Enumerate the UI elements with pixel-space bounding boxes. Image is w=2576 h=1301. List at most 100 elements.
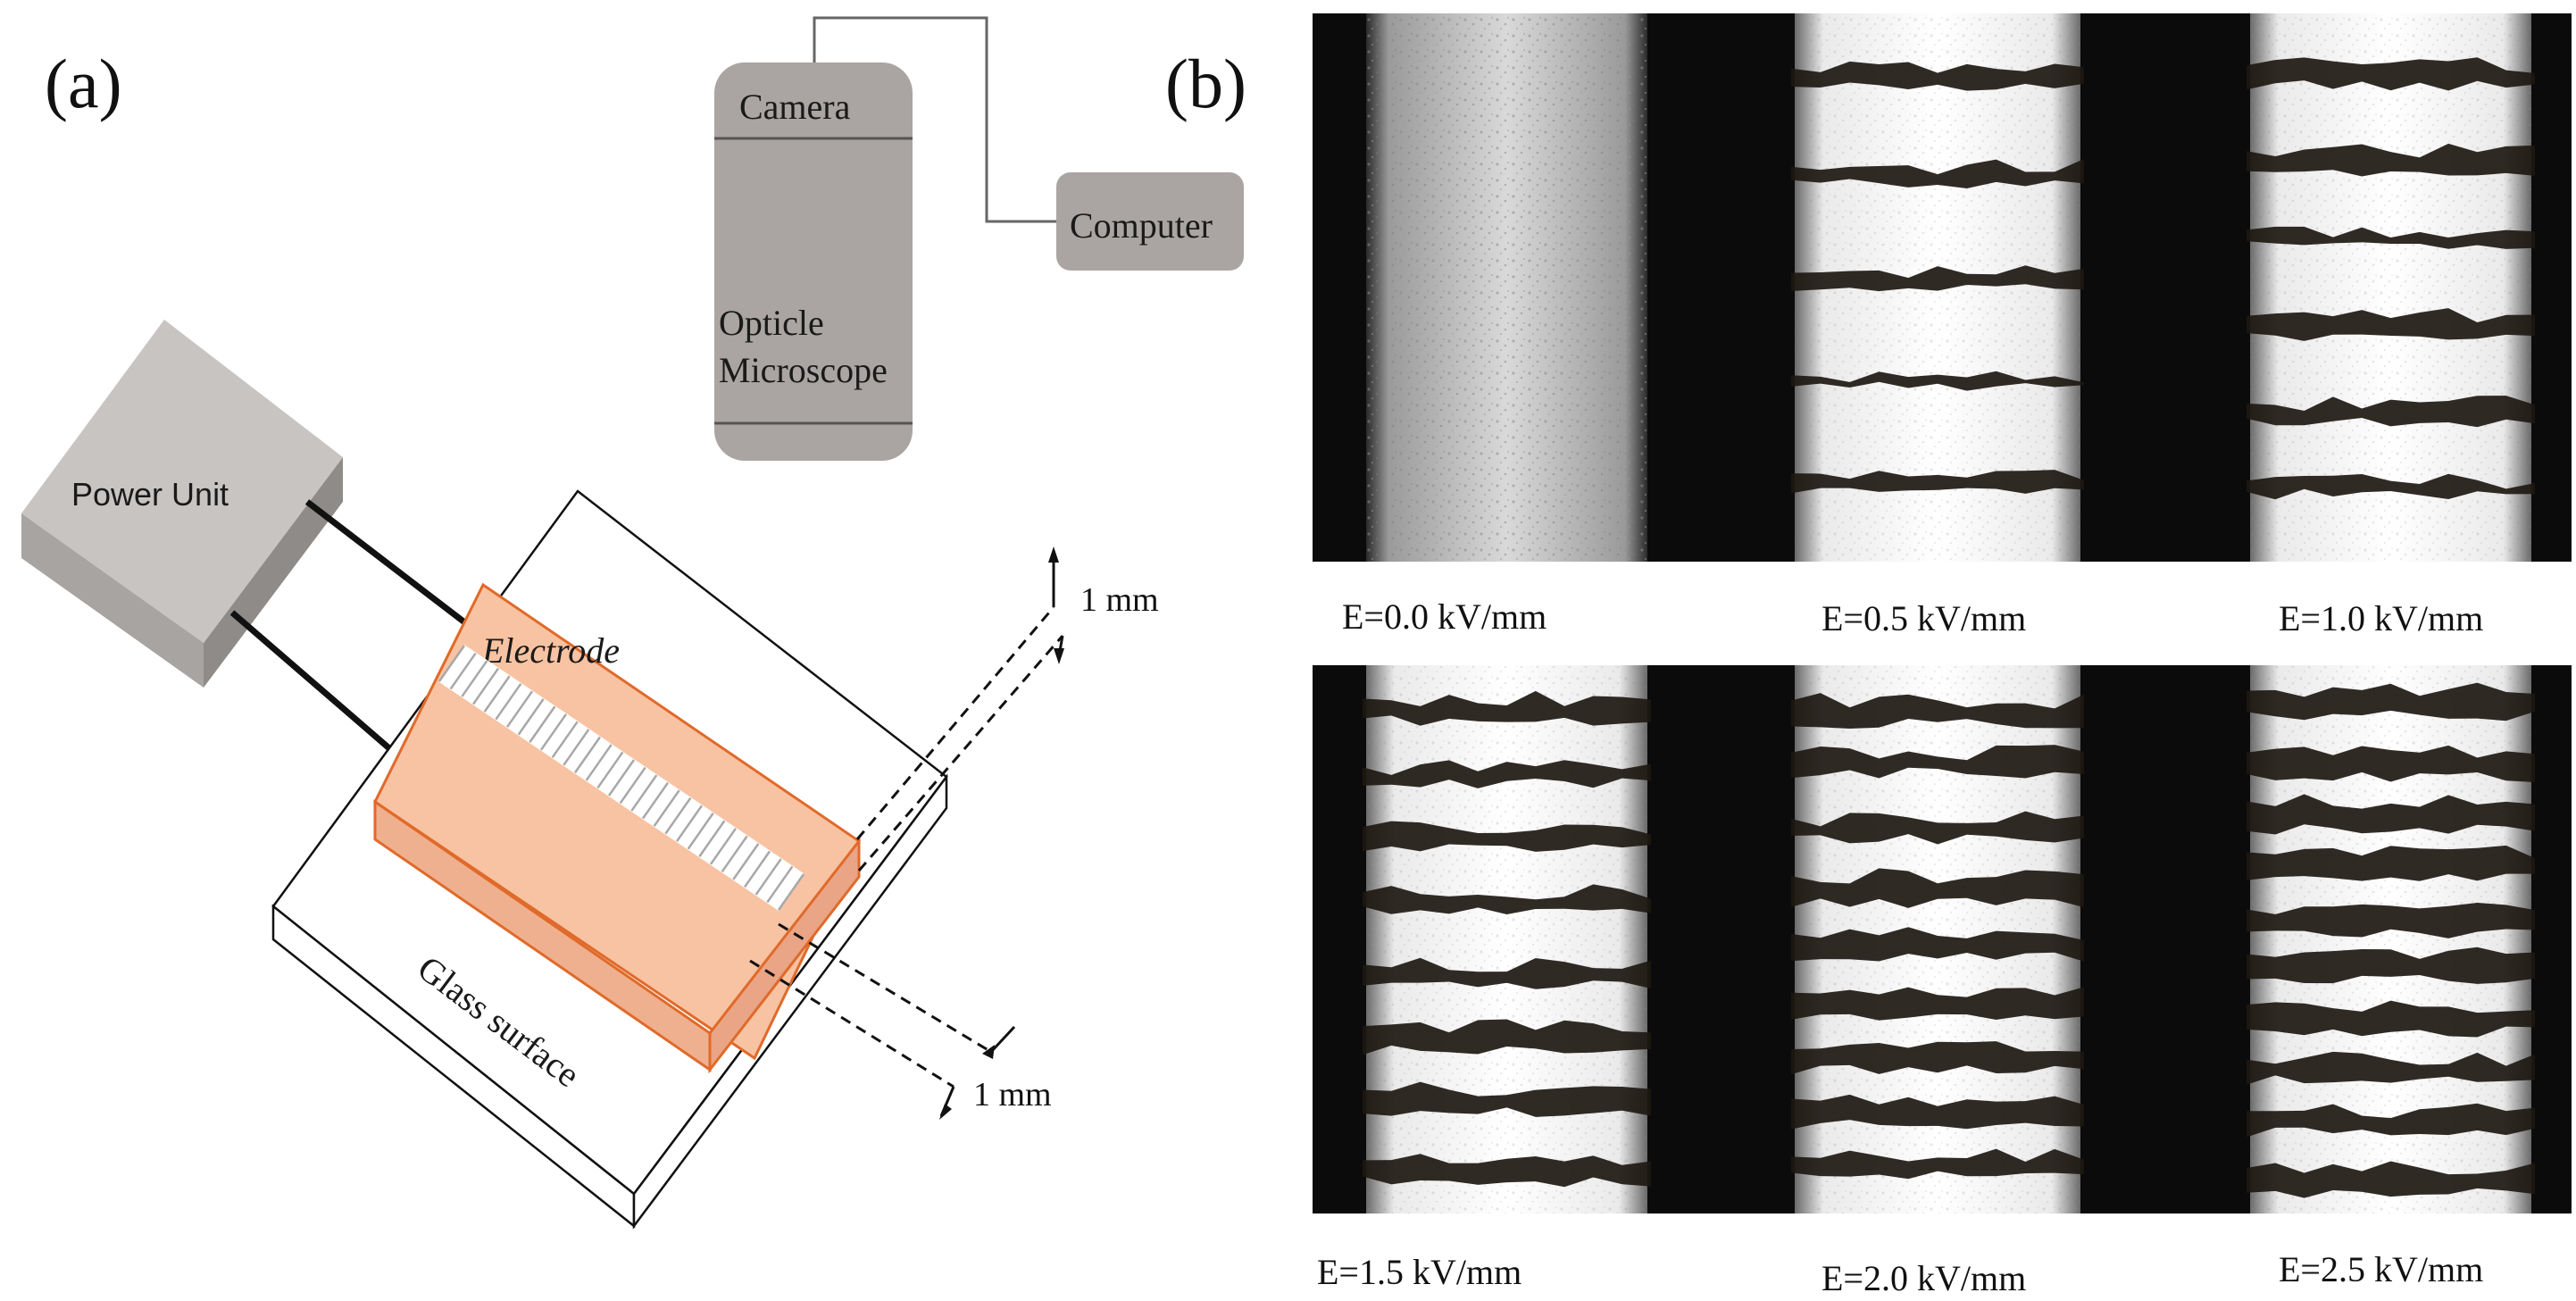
microscope-label-line1: Opticle	[719, 303, 824, 343]
chain-band	[1791, 693, 2084, 730]
dim-bottom-line-2	[749, 959, 955, 1088]
dim-bottom-arrowhead-top	[982, 1045, 995, 1059]
chain-band	[1363, 1019, 1651, 1055]
panel-b-label: (b)	[1165, 45, 1246, 122]
chain-band	[2247, 1103, 2535, 1138]
dim-bottom-arrow-top	[989, 1025, 1016, 1054]
chain-band	[2247, 396, 2535, 428]
chain-band	[1363, 957, 1651, 989]
panel-b: (b) E=0.0 kV/mm E=0.5 kV/mm E=1.0 kV/mm …	[1165, 13, 2572, 1298]
strip-texture	[1366, 665, 1647, 1213]
micrograph-top-strips	[1366, 13, 2535, 562]
chain-band	[2247, 1161, 2535, 1198]
camera-label: Camera	[739, 87, 851, 127]
microscope-label-line2: Microscope	[719, 350, 888, 390]
dim-bottom-arrowhead-bottom	[939, 1104, 952, 1120]
caption-e-1-5: E=1.5 kV/mm	[1317, 1252, 1521, 1292]
chain-band	[1363, 690, 1651, 726]
gap-hatch-line	[517, 698, 545, 736]
gap-hatch-line	[721, 835, 748, 873]
micrograph-strip	[2247, 13, 2535, 562]
chain-band	[2247, 308, 2535, 341]
chain-band	[1791, 927, 2084, 962]
caption-e-2-0: E=2.0 kV/mm	[1822, 1258, 2026, 1298]
caption-e-1-0: E=1.0 kV/mm	[2279, 598, 2483, 638]
gap-hatch-line	[471, 667, 500, 705]
gap-hatch-line	[585, 744, 613, 781]
gap-bottom-label: 1 mm	[973, 1076, 1052, 1113]
chain-band	[1363, 884, 1651, 915]
dim-bottom-line-1	[778, 922, 992, 1054]
chain-band	[2247, 57, 2535, 91]
caption-e-2-5: E=2.5 kV/mm	[2279, 1249, 2483, 1289]
dim-top-arrowhead-up	[1048, 546, 1059, 563]
chain-band	[1363, 1081, 1651, 1117]
strip-texture	[1366, 13, 1647, 562]
computer-body	[1056, 172, 1244, 271]
gap-hatch-line	[563, 729, 590, 766]
computer-label: Computer	[1070, 205, 1213, 246]
gap-hatch-line	[505, 690, 534, 728]
gap-top-label: 1 mm	[1080, 581, 1159, 619]
micrograph-bottom-strips	[1363, 665, 2535, 1213]
caption-e-0-0: E=0.0 kV/mm	[1342, 596, 1546, 637]
gap-hatch-line	[766, 865, 794, 904]
dim-top-line-2	[857, 635, 1064, 872]
gap-hatch-line	[495, 682, 522, 721]
gap-hatch-line	[732, 843, 760, 880]
gap-hatching	[438, 645, 805, 911]
dim-top-arrowhead-down	[1054, 648, 1064, 664]
micrograph-strip	[1791, 665, 2084, 1213]
gap-hatch-line	[664, 796, 692, 835]
gap-hatch-line	[573, 736, 602, 774]
caption-band-top	[1313, 562, 2572, 665]
power-unit-faces: Power Unit	[21, 320, 343, 688]
micrograph-strip	[1366, 13, 1647, 562]
chain-band	[1791, 371, 2084, 391]
micrograph-row-top	[1313, 13, 2572, 562]
panel-a-label: (a)	[45, 45, 122, 122]
gap-hatch-line	[596, 751, 624, 789]
micrograph-row-bottom	[1313, 665, 2572, 1213]
chain-band	[2247, 143, 2535, 177]
gap-hatch-line	[698, 820, 726, 857]
chain-band	[2247, 845, 2535, 881]
chain-band	[2247, 226, 2535, 249]
dimension-top: 1 mm	[855, 546, 1159, 872]
gap-hatch-line	[483, 675, 511, 713]
gap-hatch-line	[687, 813, 714, 850]
chain-band	[2247, 947, 2535, 984]
gap-hatch-line	[539, 713, 568, 751]
electrode-gap	[438, 645, 805, 911]
chain-band	[1791, 1148, 2084, 1180]
gap-hatch-line	[653, 789, 680, 827]
gap-hatch-line	[754, 858, 782, 896]
gap-hatch-line	[619, 766, 646, 805]
microscope-unit: Camera Opticle Microscope	[714, 63, 913, 461]
wire-bottom	[229, 610, 399, 757]
gap-hatch-line	[630, 774, 658, 812]
panel-a: (a) Camera Opticle Microscope Computer	[21, 16, 1244, 1230]
gap-hatch-line	[709, 828, 738, 865]
chain-band	[1791, 868, 2084, 908]
gap-hatch-line	[438, 645, 466, 682]
chain-band	[1791, 987, 2084, 1021]
micrograph-strip	[1363, 665, 1651, 1213]
chain-band	[2247, 473, 2535, 500]
gap-hatch-line	[461, 660, 488, 697]
chain-band	[1363, 821, 1651, 852]
chain-band	[1363, 1154, 1651, 1188]
strip-texture	[2250, 13, 2531, 562]
chain-band	[2247, 902, 2535, 938]
chain-band	[1791, 61, 2084, 91]
wire-top	[304, 499, 485, 638]
chain-band	[1791, 1041, 2084, 1075]
electrode-label: Electrode	[481, 630, 620, 671]
gap-hatch-line	[675, 805, 704, 842]
chain-band	[1791, 158, 2084, 188]
chain-band	[1791, 745, 2084, 779]
chain-band	[2247, 1051, 2535, 1085]
power-unit-label: Power Unit	[71, 476, 229, 513]
chain-band	[2247, 1000, 2535, 1038]
gap-hatch-line	[743, 850, 771, 888]
